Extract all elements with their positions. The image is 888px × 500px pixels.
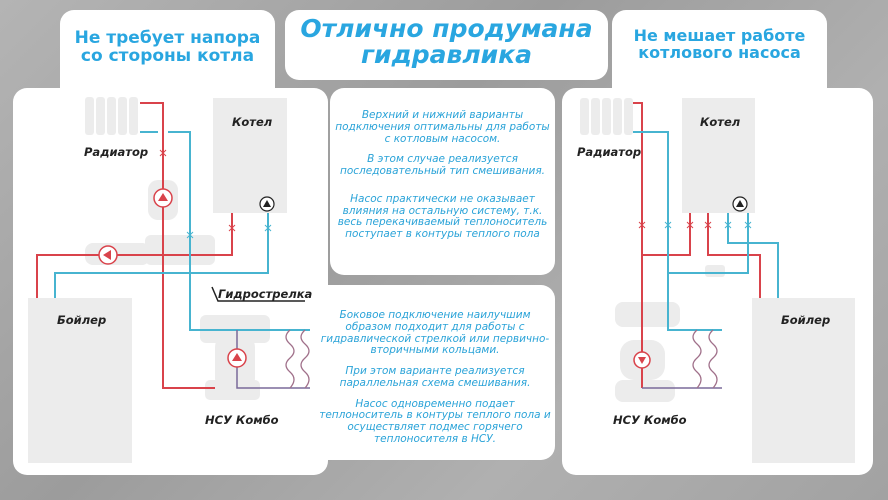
right-water-heater-label: Бойлер — [781, 313, 831, 327]
center-top-text: Верхний и нижний варианты подключения оп… — [335, 109, 550, 250]
center-bottom-text: Боковое подключение наилучшим образом по… — [315, 309, 555, 455]
right-cold-pipe — [668, 213, 749, 274]
left-heading-tab — [60, 10, 275, 100]
hydro-separator-label: Гидрострелка — [218, 287, 313, 301]
left-cold-pipe — [54, 213, 269, 298]
right-boiler-unit-label: Котел — [700, 115, 741, 129]
right-mixing-unit-label: НСУ Комбо — [613, 413, 687, 427]
right-cold-pipe — [633, 131, 722, 331]
paragraph: В этом случае реализуется последовательн… — [339, 153, 546, 177]
left-valve-icon — [159, 149, 272, 239]
left-cold-pipe — [140, 131, 310, 331]
left-radiator-label: Радиатор — [84, 145, 149, 159]
left-heading: Не требует напора со стороны котла — [74, 28, 261, 66]
right-hot-pipe — [633, 102, 643, 388]
right-hot-pipe — [707, 213, 761, 298]
right-cold-pipe — [727, 213, 779, 298]
right-boiler-pump-icon — [732, 196, 748, 212]
right-valve-icon — [638, 221, 752, 229]
right-radiator-icon — [580, 98, 633, 135]
right-fittings — [615, 265, 725, 402]
left-pump-icon — [98, 245, 118, 265]
left-nsu-pump-icon — [227, 348, 247, 368]
page-title: Отлично продумана гидравлика — [300, 14, 593, 70]
paragraph: Боковое подключение наилучшим образом по… — [320, 309, 550, 357]
right-nsu-pump-icon — [633, 351, 651, 369]
right-heading: Не мешает работе котлового насоса — [633, 26, 806, 62]
left-hot-pipe — [36, 213, 233, 298]
left-mixing-unit-label: НСУ Комбо — [205, 413, 279, 427]
center-bottom-box — [310, 285, 555, 460]
center-top-box — [330, 88, 555, 275]
paragraph: Насос одновременно подает теплоноситель … — [319, 397, 551, 445]
right-water-heater-box — [752, 298, 855, 463]
left-boiler-unit-box — [213, 98, 287, 213]
right-radiator-label: Радиатор — [577, 145, 642, 159]
left-radiator-icon — [85, 97, 138, 135]
left-boiler-pump-icon — [259, 196, 275, 212]
paragraph: Верхний и нижний варианты подключения оп… — [335, 109, 550, 145]
right-floor-loop — [692, 329, 718, 389]
left-floor-loop — [285, 329, 310, 389]
right-heading-tab — [612, 10, 827, 100]
right-boiler-unit-box — [682, 98, 755, 213]
left-hot-pipe — [140, 102, 215, 389]
left-boiler-unit-label: Котел — [232, 115, 273, 129]
paragraph: Насос практически не оказывает влияния н… — [337, 192, 548, 240]
left-water-heater-label: Бойлер — [57, 313, 107, 327]
left-pump-icon — [153, 188, 173, 208]
left-water-heater-box — [28, 298, 132, 463]
paragraph: При этом варианте реализуется параллельн… — [339, 365, 531, 389]
right-hot-pipe — [642, 213, 691, 256]
title-box — [285, 10, 608, 80]
hydro-separator-pointer — [211, 286, 305, 302]
